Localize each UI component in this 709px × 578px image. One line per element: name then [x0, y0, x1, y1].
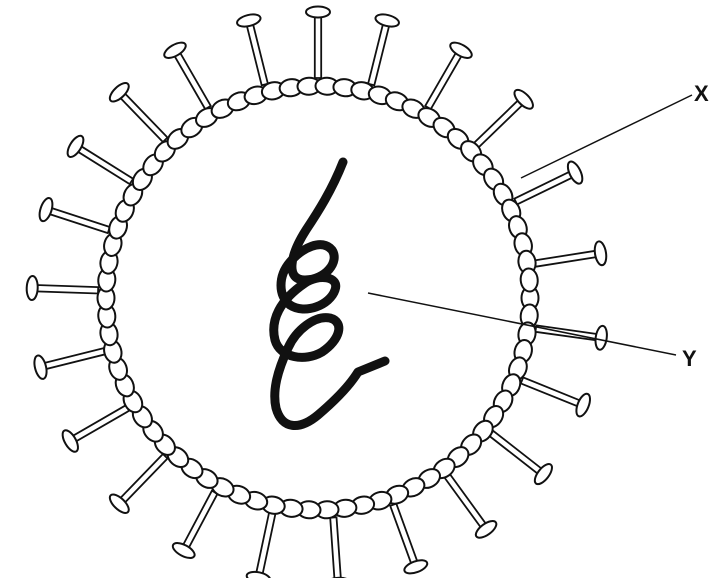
- surface-spike: [368, 12, 400, 85]
- surface-spike: [326, 517, 351, 578]
- surface-spike: [514, 159, 585, 204]
- surface-spike: [489, 431, 555, 487]
- surface-spike: [107, 454, 168, 516]
- surface-spike: [306, 7, 330, 79]
- surface-spike: [474, 87, 536, 148]
- surface-spike: [390, 504, 429, 576]
- surface-spike: [236, 12, 268, 85]
- surface-spike: [425, 40, 474, 110]
- surface-spike: [60, 405, 130, 454]
- surface-spike: [37, 196, 110, 233]
- surface-spike: [26, 276, 98, 300]
- surface-spike: [32, 348, 105, 380]
- surface-spike: [171, 491, 218, 561]
- surface-spike: [64, 133, 133, 184]
- surface-spike: [521, 377, 593, 418]
- label-line-x: [521, 95, 692, 178]
- surface-spike: [246, 513, 276, 578]
- label-x: X: [694, 81, 709, 106]
- surface-spike: [535, 241, 608, 267]
- surface-spike: [445, 474, 499, 541]
- surface-spike: [107, 80, 168, 142]
- label-y: Y: [682, 346, 697, 371]
- envelope-membrane: [97, 77, 538, 519]
- surface-spike: [162, 40, 211, 110]
- envelope-bead: [520, 268, 539, 292]
